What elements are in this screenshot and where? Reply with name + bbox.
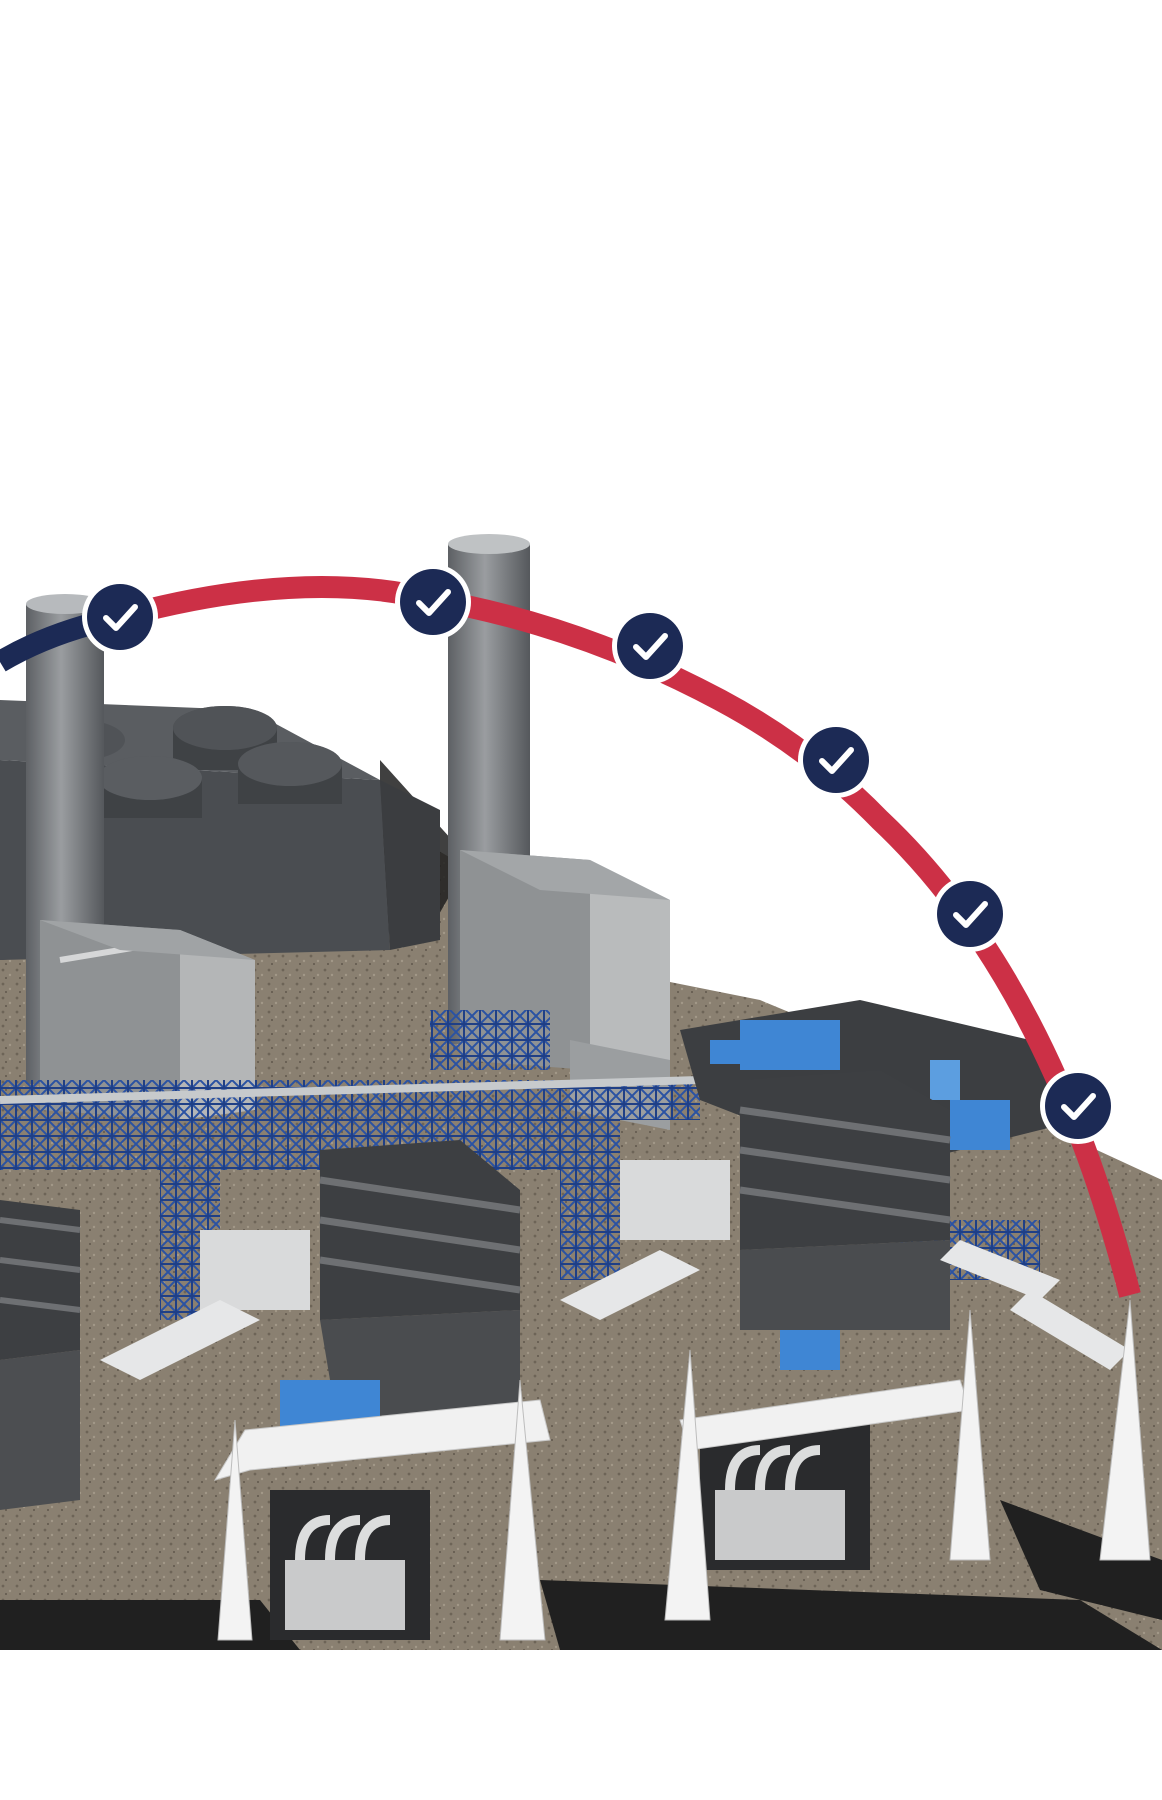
checkpoint-disc — [617, 613, 683, 679]
checkpoint-list — [82, 564, 1116, 1144]
transformer-left — [270, 1490, 430, 1640]
checkpoint-6 — [1040, 1068, 1116, 1144]
checkpoint-2 — [395, 564, 471, 640]
check-icon — [1061, 1093, 1096, 1120]
check-icon — [416, 589, 451, 616]
turbine-enclosure-right — [620, 1070, 951, 1370]
pylon-gantry-right — [664, 1299, 1151, 1621]
hrsg-unit-left — [40, 920, 255, 1120]
checkpoint-3 — [612, 608, 688, 684]
arc-remaining-segment — [117, 575, 1141, 1298]
checkpoint-4 — [798, 722, 874, 798]
check-icon — [633, 633, 668, 660]
checkpoint-disc — [937, 881, 1003, 947]
air-ducts — [100, 1240, 1130, 1380]
checkpoint-1 — [82, 579, 158, 655]
checkpoint-disc — [87, 584, 153, 650]
turbine-enclosure-left — [0, 1200, 81, 1510]
turbine-enclosure-center — [200, 1140, 521, 1440]
check-icon — [953, 901, 988, 928]
checkpoint-disc — [803, 727, 869, 793]
checkpoint-disc — [1045, 1073, 1111, 1139]
checkpoint-5 — [932, 876, 1008, 952]
check-icon — [819, 747, 854, 774]
check-icon — [103, 604, 138, 631]
pylon-gantry-left — [213, 1379, 551, 1641]
checkpoint-disc — [400, 569, 466, 635]
